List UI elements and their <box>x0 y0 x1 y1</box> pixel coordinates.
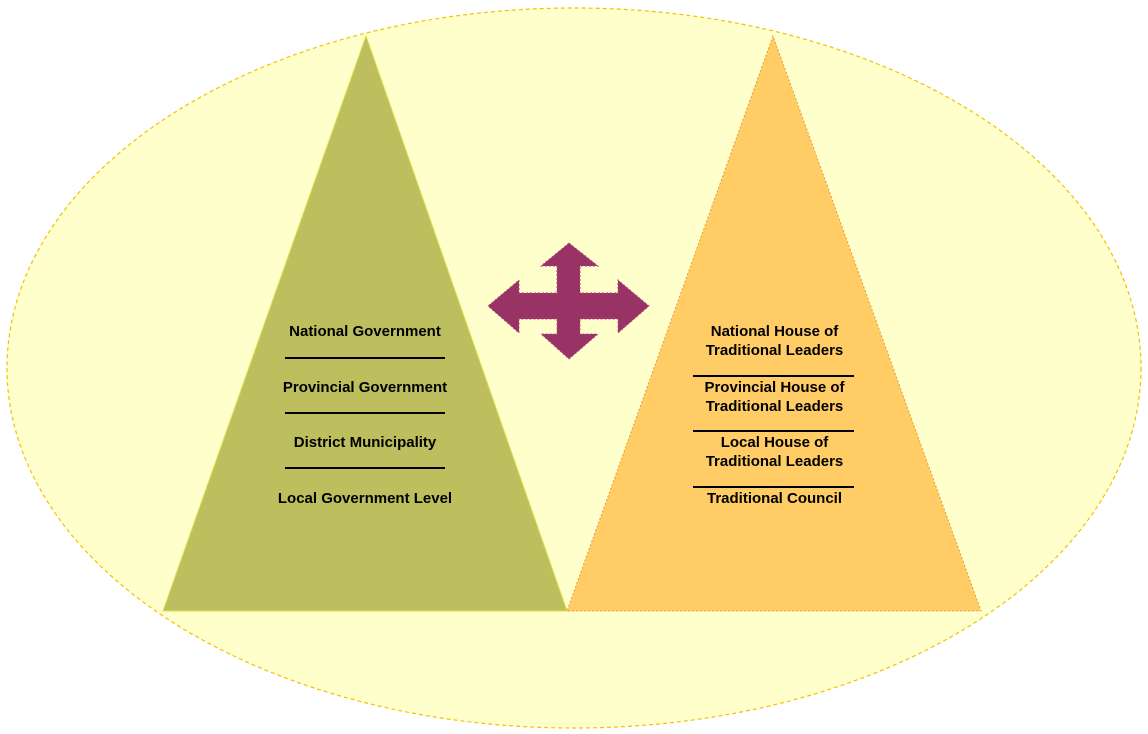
gov-level-provincial: Provincial Government <box>282 379 448 396</box>
trad-level-council-line1: Traditional Council <box>706 490 842 507</box>
trad-level-local-line1: Local House of <box>720 434 829 451</box>
government-pyramid <box>162 34 568 612</box>
trad-divider <box>693 375 854 377</box>
trad-level-national: National House of Traditional Leaders <box>672 322 877 360</box>
traditional-leadership-pyramid <box>566 34 982 612</box>
gov-level-local: Local Government Level <box>277 490 453 507</box>
trad-divider <box>693 486 854 488</box>
trad-level-local: Local House of Traditional Leaders <box>672 433 877 471</box>
trad-level-provincial-line2: Traditional Leaders <box>705 398 844 415</box>
trad-level-provincial: Provincial House of Traditional Leaders <box>672 378 877 416</box>
trad-level-national-line1: National House of <box>710 323 839 340</box>
trad-level-council: Traditional Council <box>672 489 877 508</box>
trad-level-national-line2: Traditional Leaders <box>705 342 844 359</box>
trad-divider <box>693 430 854 432</box>
gov-level-district: District Municipality <box>293 434 437 451</box>
trad-level-local-line2: Traditional Leaders <box>705 453 844 470</box>
gov-level-national: National Government <box>289 323 441 340</box>
gov-divider <box>285 467 445 469</box>
four-way-arrow-icon <box>487 242 650 360</box>
gov-divider <box>285 412 445 414</box>
trad-level-provincial-line1: Provincial House of <box>704 379 845 396</box>
gov-divider <box>285 357 445 359</box>
background-ellipse <box>6 7 1142 729</box>
